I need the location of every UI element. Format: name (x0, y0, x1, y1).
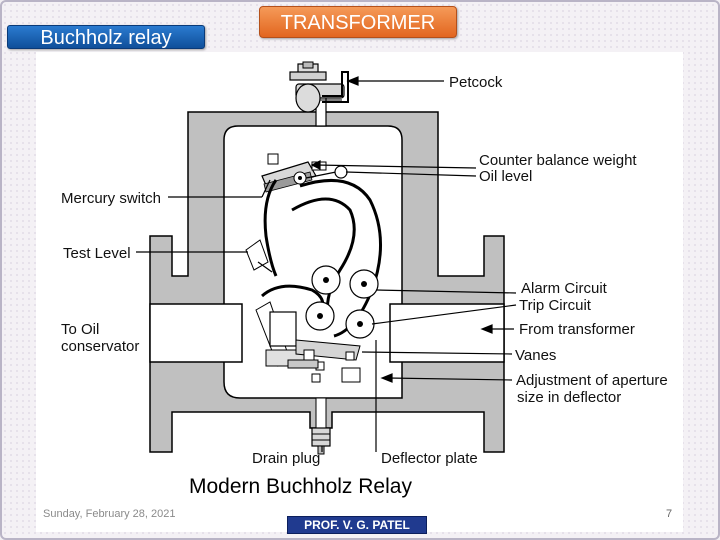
label-deflector-plate: Deflector plate (381, 450, 478, 467)
label-from-transformer: From transformer (519, 321, 635, 338)
test-lever (245, 239, 273, 273)
footer-date: Sunday, February 28, 2021 (43, 508, 176, 520)
label-mercury-switch: Mercury switch (61, 190, 161, 207)
label-adjustment-line1: Adjustment of aperture (516, 372, 668, 389)
leader-lines (136, 76, 517, 452)
diagram-caption: Modern Buchholz Relay (189, 475, 412, 498)
label-oil-level: Oil level (479, 168, 532, 185)
left-pipe (149, 303, 243, 363)
label-trip-circuit: Trip Circuit (519, 297, 592, 314)
counter-balance-weight (334, 165, 348, 179)
label-to-oil-line1: To Oil (61, 321, 99, 338)
label-petcock: Petcock (449, 74, 503, 91)
label-alarm-circuit: Alarm Circuit (521, 280, 608, 297)
label-to-oil-line2: conservator (61, 338, 139, 355)
petcock (289, 61, 349, 127)
label-counter-balance-weight: Counter balance weight (479, 152, 637, 169)
label-test-level: Test Level (63, 245, 131, 262)
drain-plug (311, 427, 331, 455)
section-badge: Buchholz relay (7, 25, 205, 49)
vanes-mechanism (255, 301, 361, 383)
page-number: 7 (666, 508, 673, 520)
topic-badge: TRANSFORMER (259, 6, 457, 38)
label-vanes: Vanes (515, 347, 556, 364)
label-drain-plug: Drain plug (252, 450, 320, 467)
upper-float (311, 265, 379, 299)
label-adjustment-line2: size in deflector (517, 389, 621, 406)
diagram-labels: Petcock Counter balance weight Oil level… (61, 74, 668, 498)
footer-author: PROF. V. G. PATEL (287, 516, 427, 534)
